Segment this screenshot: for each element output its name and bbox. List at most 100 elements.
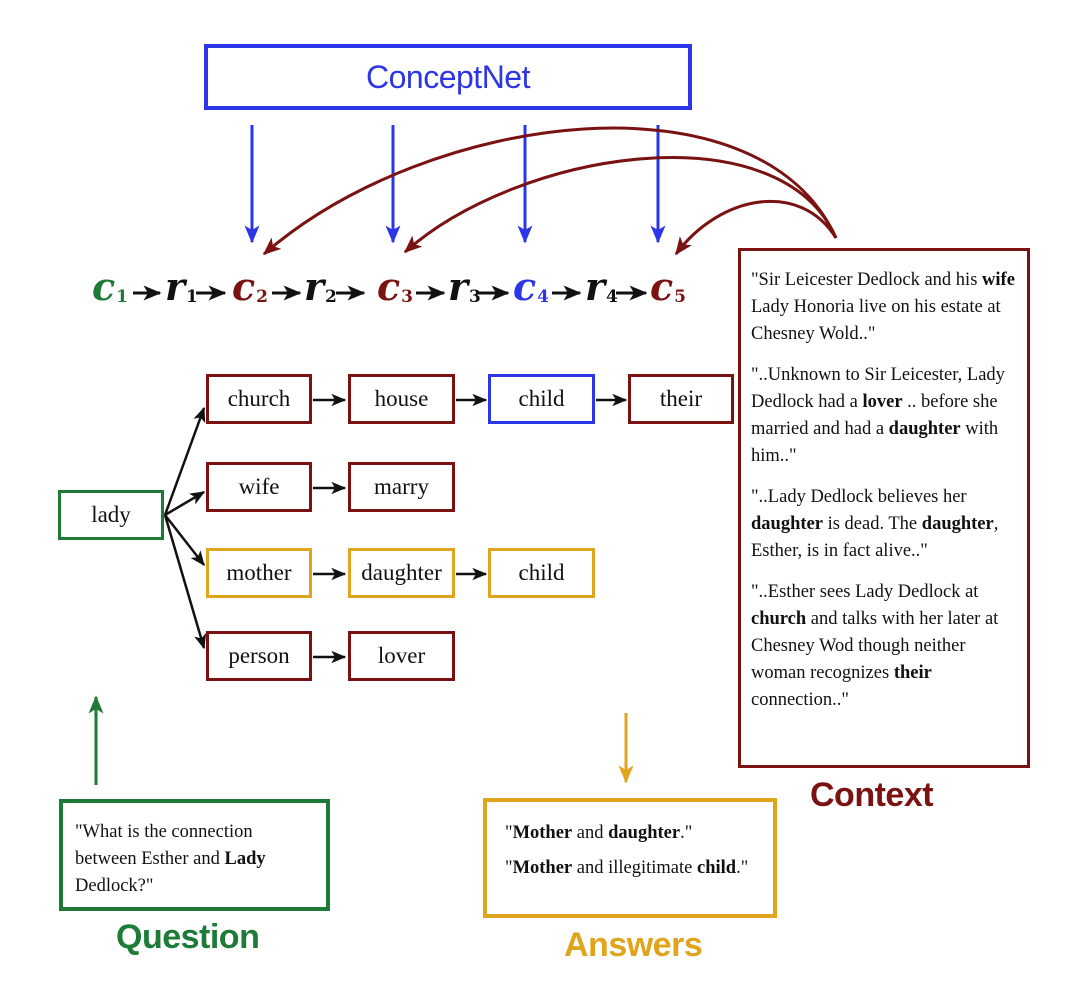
conceptnet-arrows — [244, 125, 666, 244]
text-run: " — [505, 858, 513, 878]
emphasis-text: Mother — [512, 858, 573, 878]
emphasis-text: child — [697, 858, 737, 878]
symbol-subscript: 4 — [537, 287, 549, 307]
node-child-blue: child — [488, 374, 595, 424]
emphasis-text: wife — [982, 270, 1015, 290]
answer-item: "Mother and daughter." — [505, 820, 763, 847]
conceptnet-box: ConceptNet — [204, 44, 692, 110]
text-run: "..Unknown to Sir Leicester, Lady Dedloc… — [751, 365, 1005, 412]
node-label: wife — [238, 474, 280, 499]
edge-lady-mother — [164, 514, 205, 566]
concept-c1: c1 — [92, 268, 128, 306]
emphasis-text: daughter — [888, 419, 961, 439]
symbol-subscript: 1 — [186, 287, 198, 307]
text-run: .. before she married and had a — [751, 392, 998, 439]
emphasis-text: Lady — [224, 849, 266, 869]
context-arrow-c5 — [674, 200, 838, 256]
symbol-base: c — [377, 264, 401, 309]
node-lover: lover — [348, 631, 455, 681]
symbol-subscript: 1 — [116, 287, 128, 307]
text-run: Lady Honoria live on his estate at Chesn… — [751, 297, 1001, 344]
context-paragraph: "..Lady Dedlock believes her daughter is… — [751, 484, 1017, 565]
text-run: "What is the connection between Esther a… — [75, 822, 253, 869]
node-marry: marry — [348, 462, 455, 512]
symbol-base: c — [650, 264, 674, 309]
symbol-subscript: 3 — [401, 287, 413, 307]
relation-r1: r1 — [165, 268, 198, 306]
text-run: and talks with her later at Chesney Wod … — [751, 609, 999, 683]
node-daughter: daughter — [348, 548, 455, 598]
symbol-base: r — [165, 264, 186, 309]
node-label: marry — [374, 474, 429, 499]
symbol-subscript: 2 — [325, 287, 337, 307]
relation-r3: r3 — [448, 268, 481, 306]
concept-c5: c5 — [650, 268, 686, 306]
conceptnet-label: ConceptNet — [366, 58, 530, 95]
context-arrow-c3 — [403, 156, 838, 254]
context-arrow-c2 — [262, 126, 838, 256]
node-label: lady — [91, 502, 131, 527]
text-run: "..Lady Dedlock believes her — [751, 487, 967, 507]
symbol-subscript: 3 — [469, 287, 481, 307]
text-run: Dedlock?" — [75, 876, 154, 896]
text-run: , Esther, is in fact alive.." — [751, 514, 999, 561]
symbol-subscript: 2 — [256, 287, 268, 307]
text-run: ." — [680, 823, 693, 843]
emphasis-text: daughter — [751, 514, 823, 534]
edge-lady-church — [163, 406, 206, 516]
node-label: house — [374, 386, 429, 411]
answer-item: "Mother and illegitimate child." — [505, 855, 763, 882]
text-run: "..Esther sees Lady Dedlock at — [751, 582, 979, 602]
node-their: their — [628, 374, 734, 424]
text-run: " — [505, 823, 513, 843]
graph-edges — [163, 393, 628, 664]
node-mother: mother — [206, 548, 312, 598]
edge-lady-person — [163, 514, 207, 650]
context-paragraph: "..Unknown to Sir Leicester, Lady Dedloc… — [751, 362, 1017, 470]
node-label: daughter — [361, 560, 442, 585]
symbol-base: r — [304, 264, 325, 309]
text-run: and — [572, 823, 609, 843]
question-label: Question — [116, 918, 260, 956]
node-label: church — [227, 386, 291, 411]
node-label: their — [659, 386, 703, 411]
symbol-base: r — [585, 264, 606, 309]
context-label: Context — [810, 776, 934, 814]
node-wife: wife — [206, 462, 312, 512]
symbol-subscript: 5 — [674, 287, 686, 307]
emphasis-text: Mother — [512, 823, 573, 843]
node-house: house — [348, 374, 455, 424]
answers-label: Answers — [564, 926, 703, 964]
relation-r4: r4 — [585, 268, 618, 306]
emphasis-text: lover — [862, 392, 903, 412]
text-run: connection.." — [751, 690, 849, 710]
node-church: church — [206, 374, 312, 424]
concept-c4: c4 — [513, 268, 549, 306]
context-panel: "Sir Leicester Dedlock and his wife Lady… — [738, 248, 1030, 768]
node-label: person — [228, 643, 290, 668]
text-run: with him.." — [751, 419, 999, 466]
symbol-base: r — [448, 264, 469, 309]
answers-panel: "Mother and daughter.""Mother and illegi… — [483, 798, 777, 918]
text-run: ." — [736, 858, 749, 878]
question-text: "What is the connection between Esther a… — [75, 819, 314, 900]
text-run: and illegitimate — [572, 858, 697, 878]
emphasis-text: church — [751, 609, 807, 629]
question-panel: "What is the connection between Esther a… — [59, 799, 330, 911]
context-arrows — [262, 126, 838, 256]
emphasis-text: their — [893, 663, 932, 683]
symbol-subscript: 4 — [606, 287, 618, 307]
concept-c2: c2 — [232, 268, 268, 306]
context-paragraph: "..Esther sees Lady Dedlock at church an… — [751, 579, 1017, 714]
concept-c3: c3 — [377, 268, 413, 306]
edge-lady-wife — [164, 490, 206, 517]
emphasis-text: daughter — [608, 823, 681, 843]
node-label: child — [518, 560, 565, 585]
node-child-gold: child — [488, 548, 595, 598]
text-run: "Sir Leicester Dedlock and his — [751, 270, 983, 290]
context-paragraph: "Sir Leicester Dedlock and his wife Lady… — [751, 267, 1017, 348]
symbol-base: c — [232, 264, 256, 309]
symbol-base: c — [92, 264, 116, 309]
node-label: lover — [377, 643, 426, 668]
